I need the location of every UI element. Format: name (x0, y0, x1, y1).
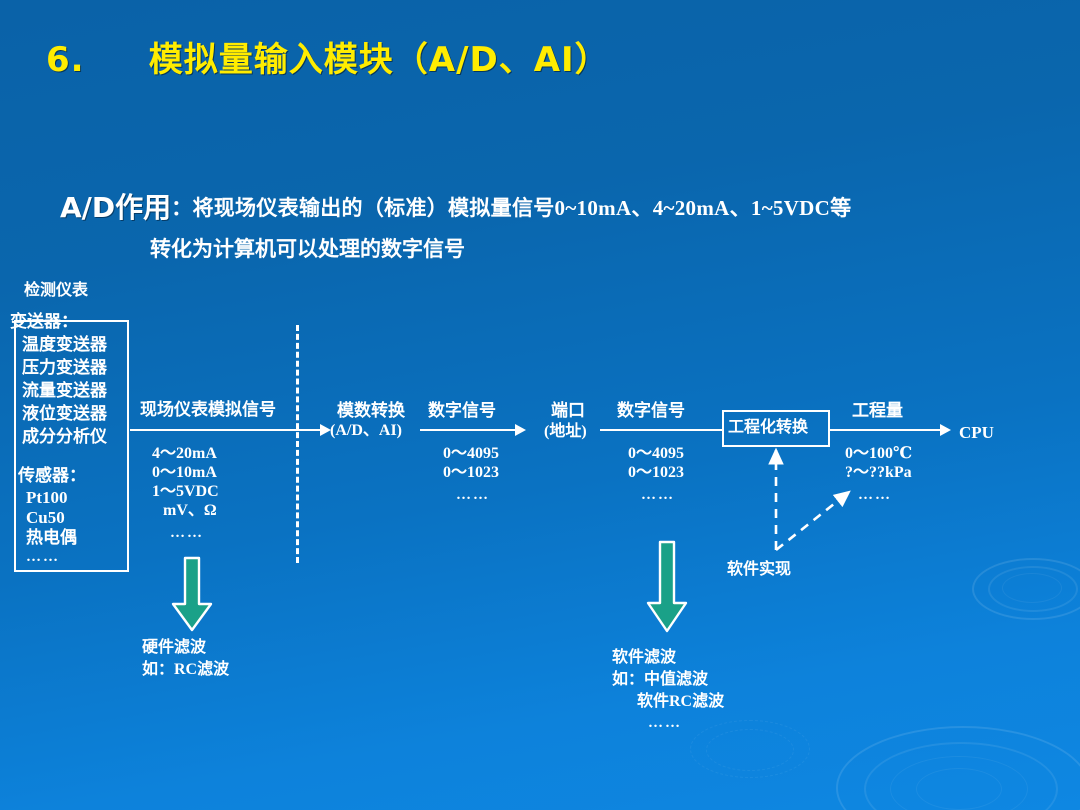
ad-description: A/D作用：将现场仪表输出的（标准）模拟量信号0~10mA、4~20mA、1~5… (60, 186, 851, 263)
software-filter-line3: 软件RC滤波 (637, 693, 725, 710)
cpu-label: CPU (959, 423, 994, 442)
arrow-field-to-ad-line (130, 429, 320, 431)
instruments-group2-item: Pt100 (26, 488, 68, 507)
ad-description-lead: A/D作用 (60, 191, 172, 224)
arrow-conversion-to-cpu-head (940, 424, 951, 436)
ripple-decoration (972, 558, 1080, 620)
port-label-line2: (地址) (544, 423, 587, 440)
hardware-filter-line2: 如：RC滤波 (142, 661, 230, 678)
digital-signal-2-value: 0～1023 (628, 464, 685, 481)
instruments-group1-item: 压力变送器 (22, 358, 107, 377)
ripple-decoration (706, 729, 794, 771)
arrow-ad-to-port-head (515, 424, 526, 436)
engineering-value: 0～100℃ (845, 445, 913, 462)
instruments-group1-item: 成分分析仪 (22, 427, 107, 446)
digital-signal-2-value: 0～4095 (628, 445, 685, 462)
digital-signal-1-value: 0～1023 (443, 464, 500, 481)
page-title: 6. 模拟量输入模块（A/D、AI） (46, 40, 610, 80)
ad-description-line1: ：将现场仪表输出的（标准）模拟量信号0~10mA、4~20mA、1~5VDC等 (171, 196, 852, 220)
field-signal-value: 4～20mA (152, 445, 217, 462)
digital-signal-2-ellipsis: …… (641, 487, 675, 503)
engineering-value-label: 工程量 (852, 401, 903, 420)
instruments-group1-item: 液位变送器 (22, 404, 107, 423)
ad-stage-label-line2: (A/D、AI) (330, 422, 402, 439)
digital-signal-1-ellipsis: …… (456, 487, 490, 503)
instruments-group1-title: 变送器： (10, 312, 78, 331)
software-filter-line1: 软件滤波 (612, 649, 677, 666)
line-port-to-conversion (600, 429, 722, 431)
port-label-line1: 端口 (551, 401, 585, 420)
ripple-decoration (690, 720, 810, 778)
digital-signal-2-label: 数字信号 (617, 401, 685, 420)
engineering-conversion-box (722, 410, 830, 447)
field-signal-value: mV、Ω (163, 502, 217, 519)
arrow-ad-to-port-line (420, 429, 515, 431)
hardware-filter-arrow-icon (171, 556, 213, 632)
field-signal-label: 现场仪表模拟信号 (140, 400, 276, 419)
ripple-decoration (1002, 573, 1062, 603)
engineering-conversion-label: 工程化转换 (728, 419, 809, 436)
arrow-conversion-to-cpu-line (830, 429, 940, 431)
instruments-group1-item: 温度变送器 (22, 335, 107, 354)
instruments-ellipsis: …… (26, 549, 60, 565)
ripple-decoration (988, 566, 1078, 612)
software-filter-arrow-icon (646, 540, 688, 633)
arrow-field-to-ad-head (320, 424, 331, 436)
ripple-decoration (890, 756, 1028, 810)
instruments-group1-item: 流量变送器 (22, 381, 107, 400)
software-filter-line2: 如：中值滤波 (612, 671, 709, 688)
engineering-value: ?～??kPa (845, 464, 912, 481)
digital-signal-1-label: 数字信号 (428, 401, 496, 420)
field-signal-value: 0～10mA (152, 464, 217, 481)
ad-description-line2: 转化为计算机可以处理的数字信号 (150, 237, 465, 261)
ad-boundary-dashed-line (296, 325, 299, 563)
software-dashed-arrows (768, 447, 851, 552)
digital-signal-1-value: 0～4095 (443, 445, 500, 462)
software-implementation-note: 软件实现 (727, 561, 792, 578)
ripple-decoration (864, 742, 1058, 810)
engineering-value-ellipsis: …… (858, 487, 892, 503)
field-signal-ellipsis: …… (170, 525, 204, 541)
ripple-decoration (916, 768, 1002, 810)
instruments-caption: 检测仪表 (24, 282, 89, 299)
instruments-group2-item: Cu50 (26, 508, 65, 527)
software-filter-line4: …… (648, 715, 682, 731)
instruments-group2-item: 热电偶 (26, 528, 77, 547)
instruments-box (14, 320, 129, 572)
ripple-decoration (836, 726, 1080, 810)
field-signal-value: 1～5VDC (152, 483, 219, 500)
ad-stage-label-line1: 模数转换 (337, 401, 405, 420)
instruments-group2-title: 传感器： (18, 466, 86, 485)
hardware-filter-line1: 硬件滤波 (142, 639, 207, 656)
